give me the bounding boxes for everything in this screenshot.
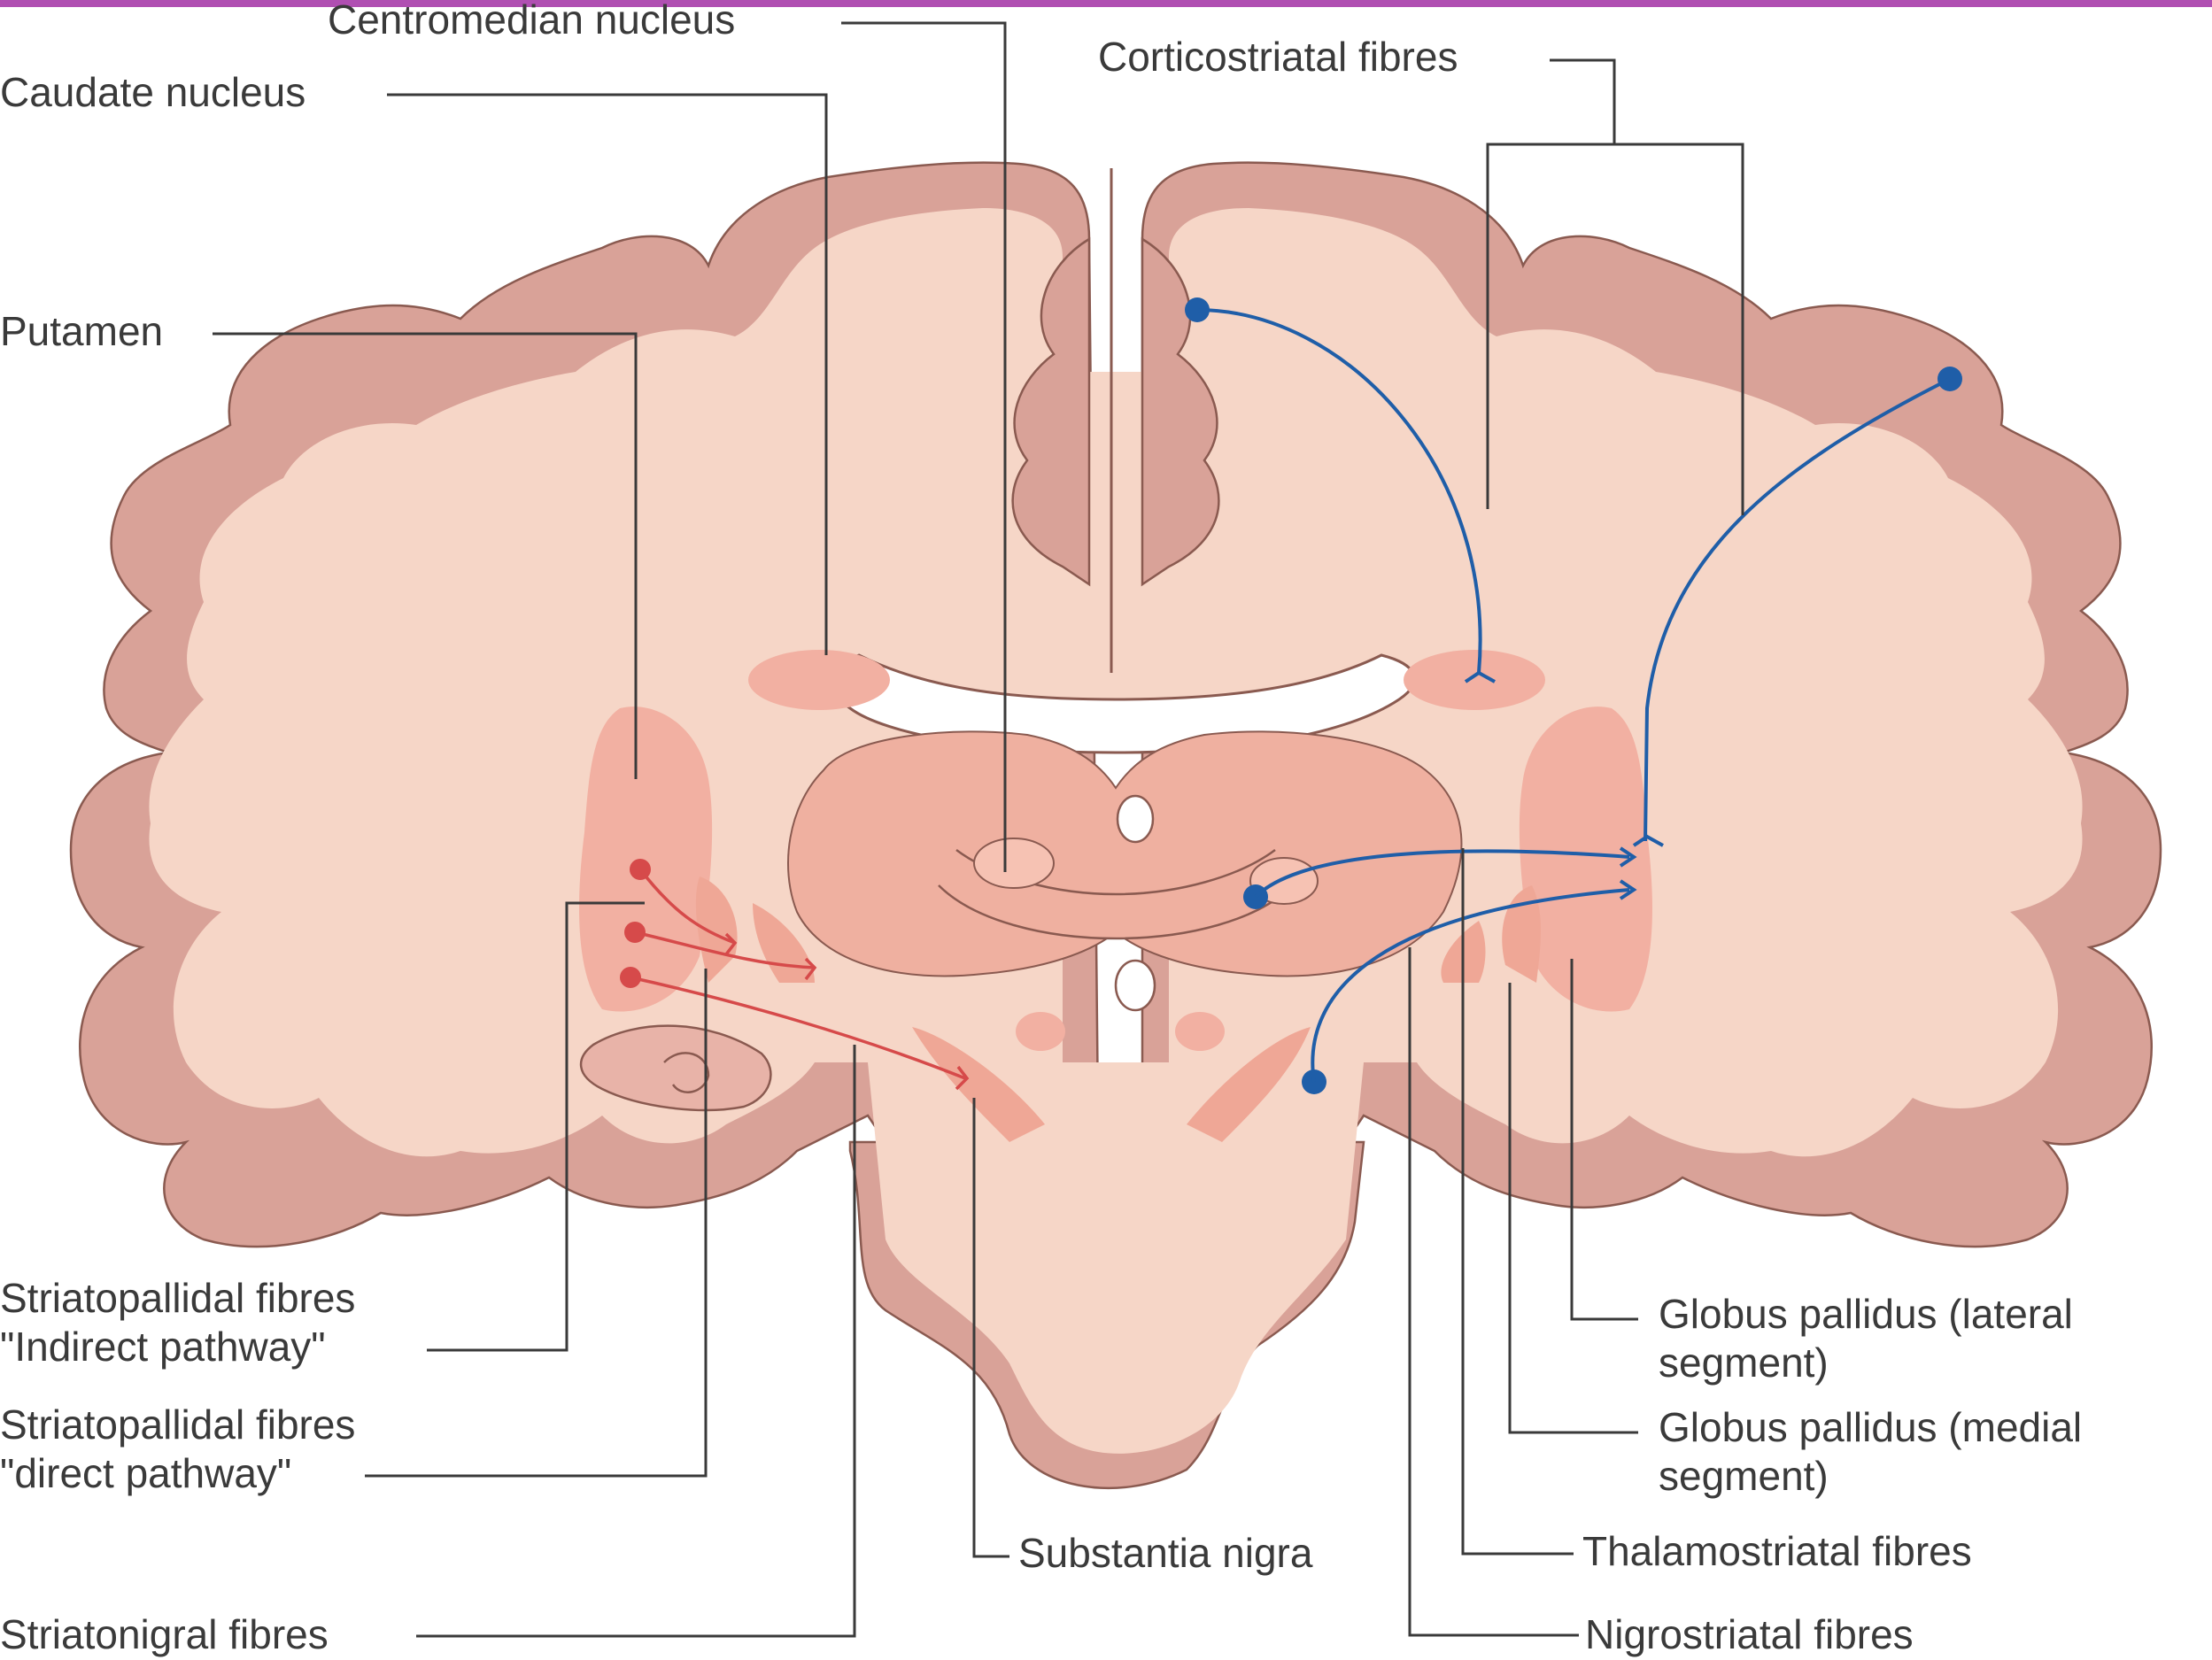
label-gp-medial-2: segment) bbox=[1659, 1453, 1829, 1499]
label-putamen: Putamen bbox=[0, 308, 163, 354]
label-indirect-2: "Indirect pathway" bbox=[0, 1324, 326, 1370]
label-gp-lateral-2: segment) bbox=[1659, 1340, 1829, 1386]
label-centromedian: Centromedian nucleus bbox=[328, 0, 735, 42]
caudate-right bbox=[1404, 650, 1545, 710]
label-indirect-1: Striatopallidal fibres bbox=[0, 1275, 355, 1321]
label-corticostriatal: Corticostriatal fibres bbox=[1098, 34, 1458, 80]
basal-ganglia-right bbox=[1441, 706, 1652, 1012]
label-nigrostriatal: Nigrostriatal fibres bbox=[1585, 1611, 1914, 1657]
thalamus bbox=[787, 730, 1463, 1012]
label-thalamostriatal: Thalamostriatal fibres bbox=[1582, 1528, 1972, 1574]
label-substantia-nigra: Substantia nigra bbox=[1018, 1530, 1313, 1576]
red-pathways bbox=[620, 859, 970, 1091]
label-striatonigral: Striatonigral fibres bbox=[0, 1611, 329, 1657]
label-gp-lateral-1: Globus pallidus (lateral bbox=[1659, 1291, 2073, 1337]
blue-pathways bbox=[1185, 297, 1962, 1094]
leader-lines bbox=[213, 21, 1744, 1638]
substantia-nigra bbox=[912, 1012, 1311, 1142]
label-caudate: Caudate nucleus bbox=[0, 69, 306, 115]
label-direct-2: "direct pathway" bbox=[0, 1450, 291, 1496]
lateral-ventricles bbox=[832, 653, 1416, 754]
caudate-left bbox=[748, 650, 890, 710]
label-direct-1: Striatopallidal fibres bbox=[0, 1401, 355, 1448]
labels: Centromedian nucleus Caudate nucleus Cor… bbox=[0, 0, 2082, 1657]
hippocampus-left bbox=[579, 1024, 772, 1112]
fissure bbox=[1011, 168, 1220, 673]
top-bar bbox=[0, 0, 2212, 7]
label-gp-medial-1: Globus pallidus (medial bbox=[1659, 1404, 2082, 1450]
